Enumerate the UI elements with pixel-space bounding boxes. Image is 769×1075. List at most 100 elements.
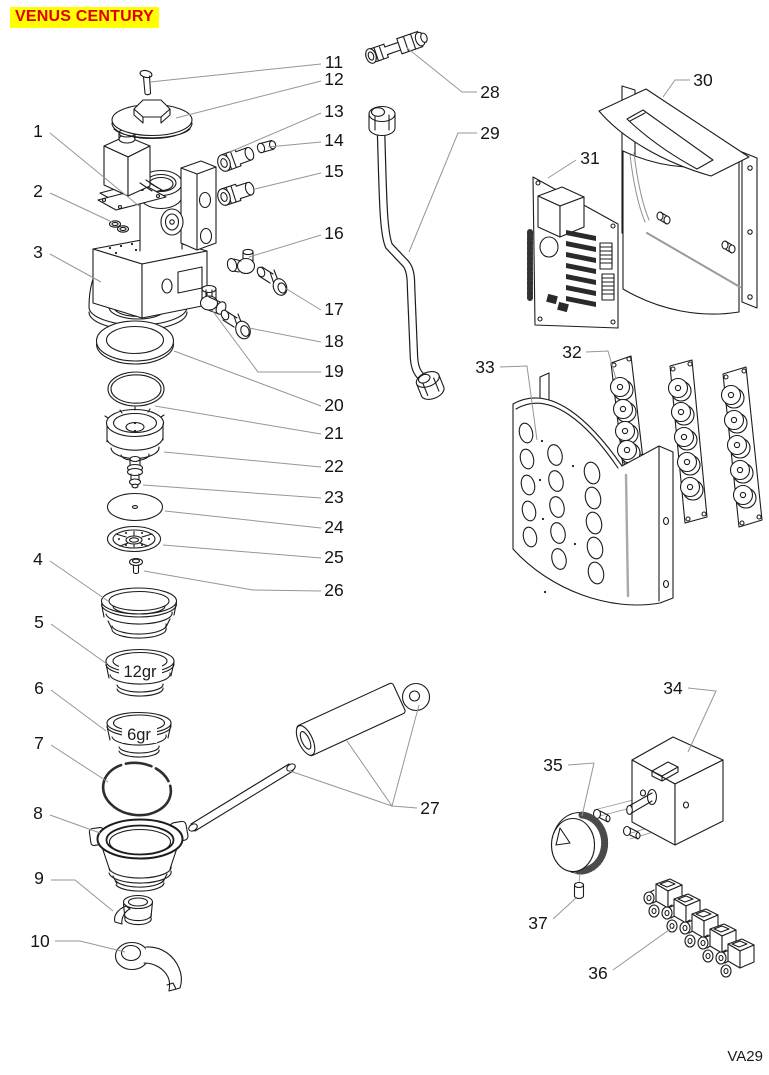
part-shower-holder-21-22 <box>104 406 165 462</box>
leader-line-31 <box>547 159 577 179</box>
leader-line-27 <box>289 770 393 807</box>
part-number-22: 22 <box>324 456 343 476</box>
leader-line-37 <box>552 897 577 920</box>
leader-line-16 <box>248 234 322 258</box>
leader-line-23 <box>142 484 322 499</box>
part-number-7: 7 <box>34 733 44 753</box>
part-button-strip-a <box>609 355 644 467</box>
leader-line-13 <box>229 112 322 153</box>
leader-line-14 <box>267 141 322 148</box>
leader-line-8 <box>49 814 101 834</box>
leader-line-15 <box>254 172 322 190</box>
part-number-27: 27 <box>420 798 439 818</box>
part-number-3: 3 <box>33 242 43 262</box>
part-o-rings-2 <box>108 220 130 233</box>
part-side-boss <box>160 208 184 236</box>
leader-line-27 <box>391 704 420 807</box>
part-terminal-block-36 <box>643 878 755 978</box>
leader-line-19 <box>211 309 321 373</box>
part-number-35: 35 <box>543 755 562 775</box>
leader-line-9 <box>51 879 114 912</box>
part-screw-26 <box>128 557 144 575</box>
part-spring-ring-7 <box>101 761 173 817</box>
leader-line-20 <box>173 350 322 407</box>
part-handle-end-cap <box>401 682 431 712</box>
leader-line-11 <box>149 63 322 83</box>
part-number-12: 12 <box>324 69 343 89</box>
leader-line-28 <box>405 46 477 93</box>
part-switch-body-34 <box>592 736 724 846</box>
part-screw-11 <box>139 69 153 96</box>
part-fitting-15 <box>217 181 255 206</box>
part-axis-lines <box>593 795 671 840</box>
part-number-34: 34 <box>663 678 683 698</box>
part-number-30: 30 <box>693 70 713 90</box>
part-filter-basket-12gr-5: 12gr <box>105 648 175 697</box>
leader-line-10 <box>55 940 126 953</box>
leader-line-36 <box>612 926 674 971</box>
leader-line-30 <box>662 79 690 98</box>
part-number-11: 11 <box>325 52 343 72</box>
part-number-25: 25 <box>324 547 343 567</box>
leader-line-25 <box>162 544 322 559</box>
part-knob-stem-37 <box>573 873 585 900</box>
part-union-fitting-28 <box>365 30 428 64</box>
leader-line-18 <box>248 327 322 343</box>
part-filter-basket-4 <box>100 587 178 639</box>
part-fitting-13 <box>217 146 255 172</box>
part-ring-nut-20 <box>95 320 175 365</box>
part-number-23: 23 <box>324 487 343 507</box>
part-elbow-fitting-16 <box>226 248 256 275</box>
part-number-24: 24 <box>324 517 344 537</box>
part-number-32: 32 <box>562 342 581 362</box>
part-number-19: 19 <box>324 361 343 381</box>
leader-line-22 <box>163 451 322 468</box>
leader-line-12 <box>175 80 322 119</box>
part-number-28: 28 <box>480 82 499 102</box>
part-solenoid-valve-1 <box>97 121 167 211</box>
basket-size-label-12gr: 12gr <box>123 663 157 681</box>
part-number-6: 6 <box>34 678 44 698</box>
leader-line-29 <box>408 132 477 253</box>
leader-line-21 <box>154 405 322 435</box>
part-elbow-fitting-19 <box>199 284 227 315</box>
part-number-14: 14 <box>324 130 344 150</box>
basket-size-label-6gr: 6gr <box>127 726 151 744</box>
part-number-36: 36 <box>588 963 607 983</box>
part-handle-grip <box>295 682 406 757</box>
part-number-20: 20 <box>324 395 344 415</box>
part-injector-pin-23 <box>126 455 144 489</box>
diagram-title: VENUS CENTURY <box>10 7 159 28</box>
part-button-strip-c <box>720 366 763 528</box>
part-spout-clip-10 <box>114 941 182 992</box>
part-number-8: 8 <box>33 803 43 823</box>
leader-line-34 <box>687 687 717 753</box>
part-number-29: 29 <box>480 123 499 143</box>
leader-line-4 <box>49 560 109 602</box>
leader-line-6 <box>50 689 107 732</box>
leader-line-35 <box>567 762 595 817</box>
part-filter-basket-6gr-6: 6gr <box>106 711 172 758</box>
part-circuit-board-31 <box>527 176 619 329</box>
part-cover-box-30 <box>598 85 758 315</box>
part-handle-rod <box>188 763 296 832</box>
part-number-9: 9 <box>34 868 44 888</box>
part-button-strip-b <box>667 359 708 524</box>
part-number-16: 16 <box>324 223 343 243</box>
part-number-33: 33 <box>475 357 494 377</box>
leader-line-24 <box>164 510 322 529</box>
part-mount-bracket <box>180 160 217 251</box>
part-knob-35 <box>550 811 609 875</box>
part-number-15: 15 <box>324 161 343 181</box>
part-number-10: 10 <box>30 931 50 951</box>
leader-line-26 <box>143 570 322 592</box>
part-number-31: 31 <box>580 148 599 168</box>
part-shower-screen-25 <box>106 525 162 553</box>
part-number-13: 13 <box>324 101 343 121</box>
part-number-1: 1 <box>33 121 43 141</box>
part-number-4: 4 <box>33 549 43 569</box>
part-spout-9 <box>114 894 154 926</box>
leader-line-1 <box>49 132 140 207</box>
leader-line-17 <box>284 287 322 311</box>
